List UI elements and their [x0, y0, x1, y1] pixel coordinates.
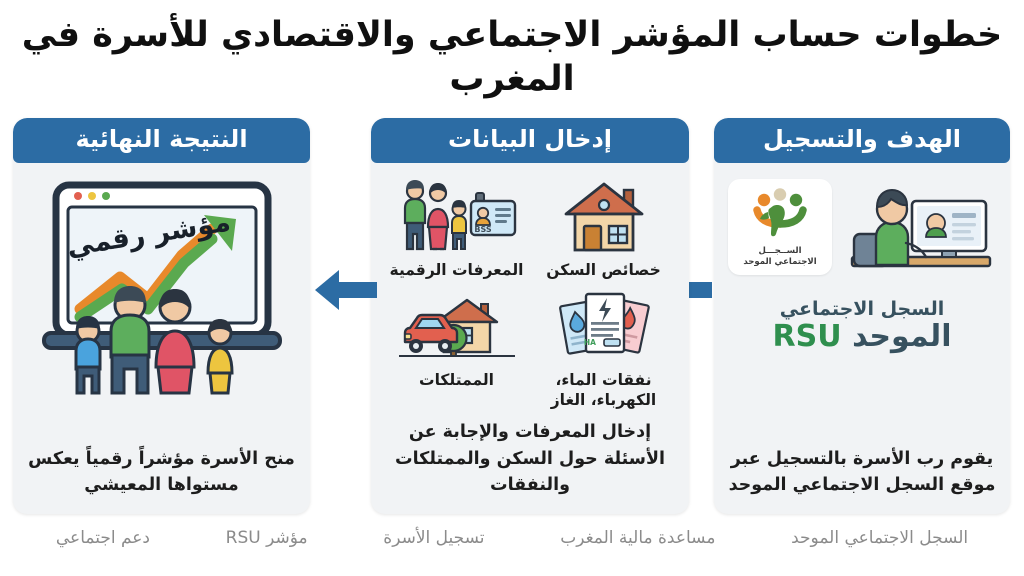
id-badge-text: BSS — [474, 225, 492, 234]
person-at-computer-icon — [846, 179, 996, 283]
house-icon — [562, 175, 646, 259]
data-entry-label-digital-ids: المعرفات الرقمية — [389, 260, 524, 279]
page-title: خطوات حساب المؤشر الاجتماعي والاقتصادي ل… — [21, 15, 1003, 99]
car-house-tree-icon — [398, 285, 515, 369]
rsu-logo-caption-line1: الســجـــل — [758, 245, 802, 256]
card-caption-final-result: منح الأسرة مؤشراً رقمياً يعكس مستواها ال… — [28, 448, 295, 495]
data-entry-icon-grid: خصائص السكن — [385, 175, 675, 412]
registration-illustration-row: الســجـــل الاجتماعي الموحد — [728, 178, 996, 283]
card-header-final-result: النتيجة النهائية — [13, 118, 310, 163]
footer-tag-unified-social-registry: السجل الاجتماعي الموحد — [791, 528, 969, 548]
card-body-goal-and-registration: الســجـــل الاجتماعي الموحد السجل الاجتم… — [714, 163, 1010, 514]
footer-tag-list: السجل الاجتماعي الموحد مساعدة مالية المغ… — [0, 528, 1024, 548]
card-header-data-entry: إدخال البيانات — [371, 118, 689, 163]
card-goal-and-registration: الهدف والتسجيل — [714, 118, 1010, 514]
final-result-illustration: مؤشر رقمي — [41, 181, 282, 401]
footer-tag-family-registration: تسجيل الأسرة — [383, 528, 485, 548]
footer-tag-financial-aid-morocco: مساعدة مالية المغرب — [560, 528, 716, 548]
footer-tag-social-support: دعم اجتماعي — [55, 528, 151, 548]
rsu-wordmark-line1: السجل الاجتماعي — [779, 297, 945, 320]
footer-tag-rsu-index: مؤشر RSU — [225, 528, 308, 548]
rsu-wordmark-acronym: RSU — [772, 318, 842, 354]
family-id-card-icon: BSS — [393, 175, 521, 259]
card-body-final-result: مؤشر رقمي — [13, 163, 310, 514]
rsu-logo: الســجـــل الاجتماعي الموحد — [728, 178, 832, 275]
utility-bills-icon: HA — [558, 285, 650, 369]
data-entry-item-properties: الممتلكات — [385, 285, 528, 412]
rsu-logo-caption-line2: الاجتماعي الموحد — [743, 256, 817, 267]
card-caption-goal-and-registration: يقوم رب الأسرة بالتسجيل عبر موقع السجل ا… — [728, 448, 996, 495]
data-entry-item-housing: خصائص السكن — [532, 175, 675, 281]
data-entry-label-utility-expenses: نفقات الماء، الكهرباء، الغاز — [550, 370, 657, 410]
rsu-wordmark-arabic: الموحد — [852, 318, 952, 354]
rsu-logo-mark-icon — [749, 186, 811, 244]
rsu-wordmark-line2: الموحد RSU — [773, 320, 952, 354]
data-entry-label-properties: الممتلكات — [419, 370, 494, 389]
rsu-wordmark: السجل الاجتماعي الموحد RSU — [773, 297, 952, 354]
card-header-goal-and-registration: الهدف والتسجيل — [714, 118, 1010, 163]
laptop-growth-chart-family-icon: مؤشر رقمي — [41, 181, 282, 401]
card-final-result: النتيجة النهائية — [13, 118, 310, 514]
arrow-middle-to-left-icon — [313, 262, 379, 318]
data-entry-item-digital-ids: BSS المعرفات الرقمية — [385, 175, 528, 281]
card-body-data-entry: خصائص السكن — [371, 163, 689, 514]
card-data-entry: إدخال البيانات — [371, 118, 689, 514]
data-entry-label-housing: خصائص السكن — [546, 260, 661, 279]
card-caption-data-entry: إدخال المعرفات والإجابة عن الأسئلة حول ا… — [394, 422, 666, 495]
bill-tag-text: HA — [583, 338, 595, 347]
data-entry-item-utility-expenses: HA نفقات الماء، الكهرباء، الغاز — [532, 285, 675, 412]
